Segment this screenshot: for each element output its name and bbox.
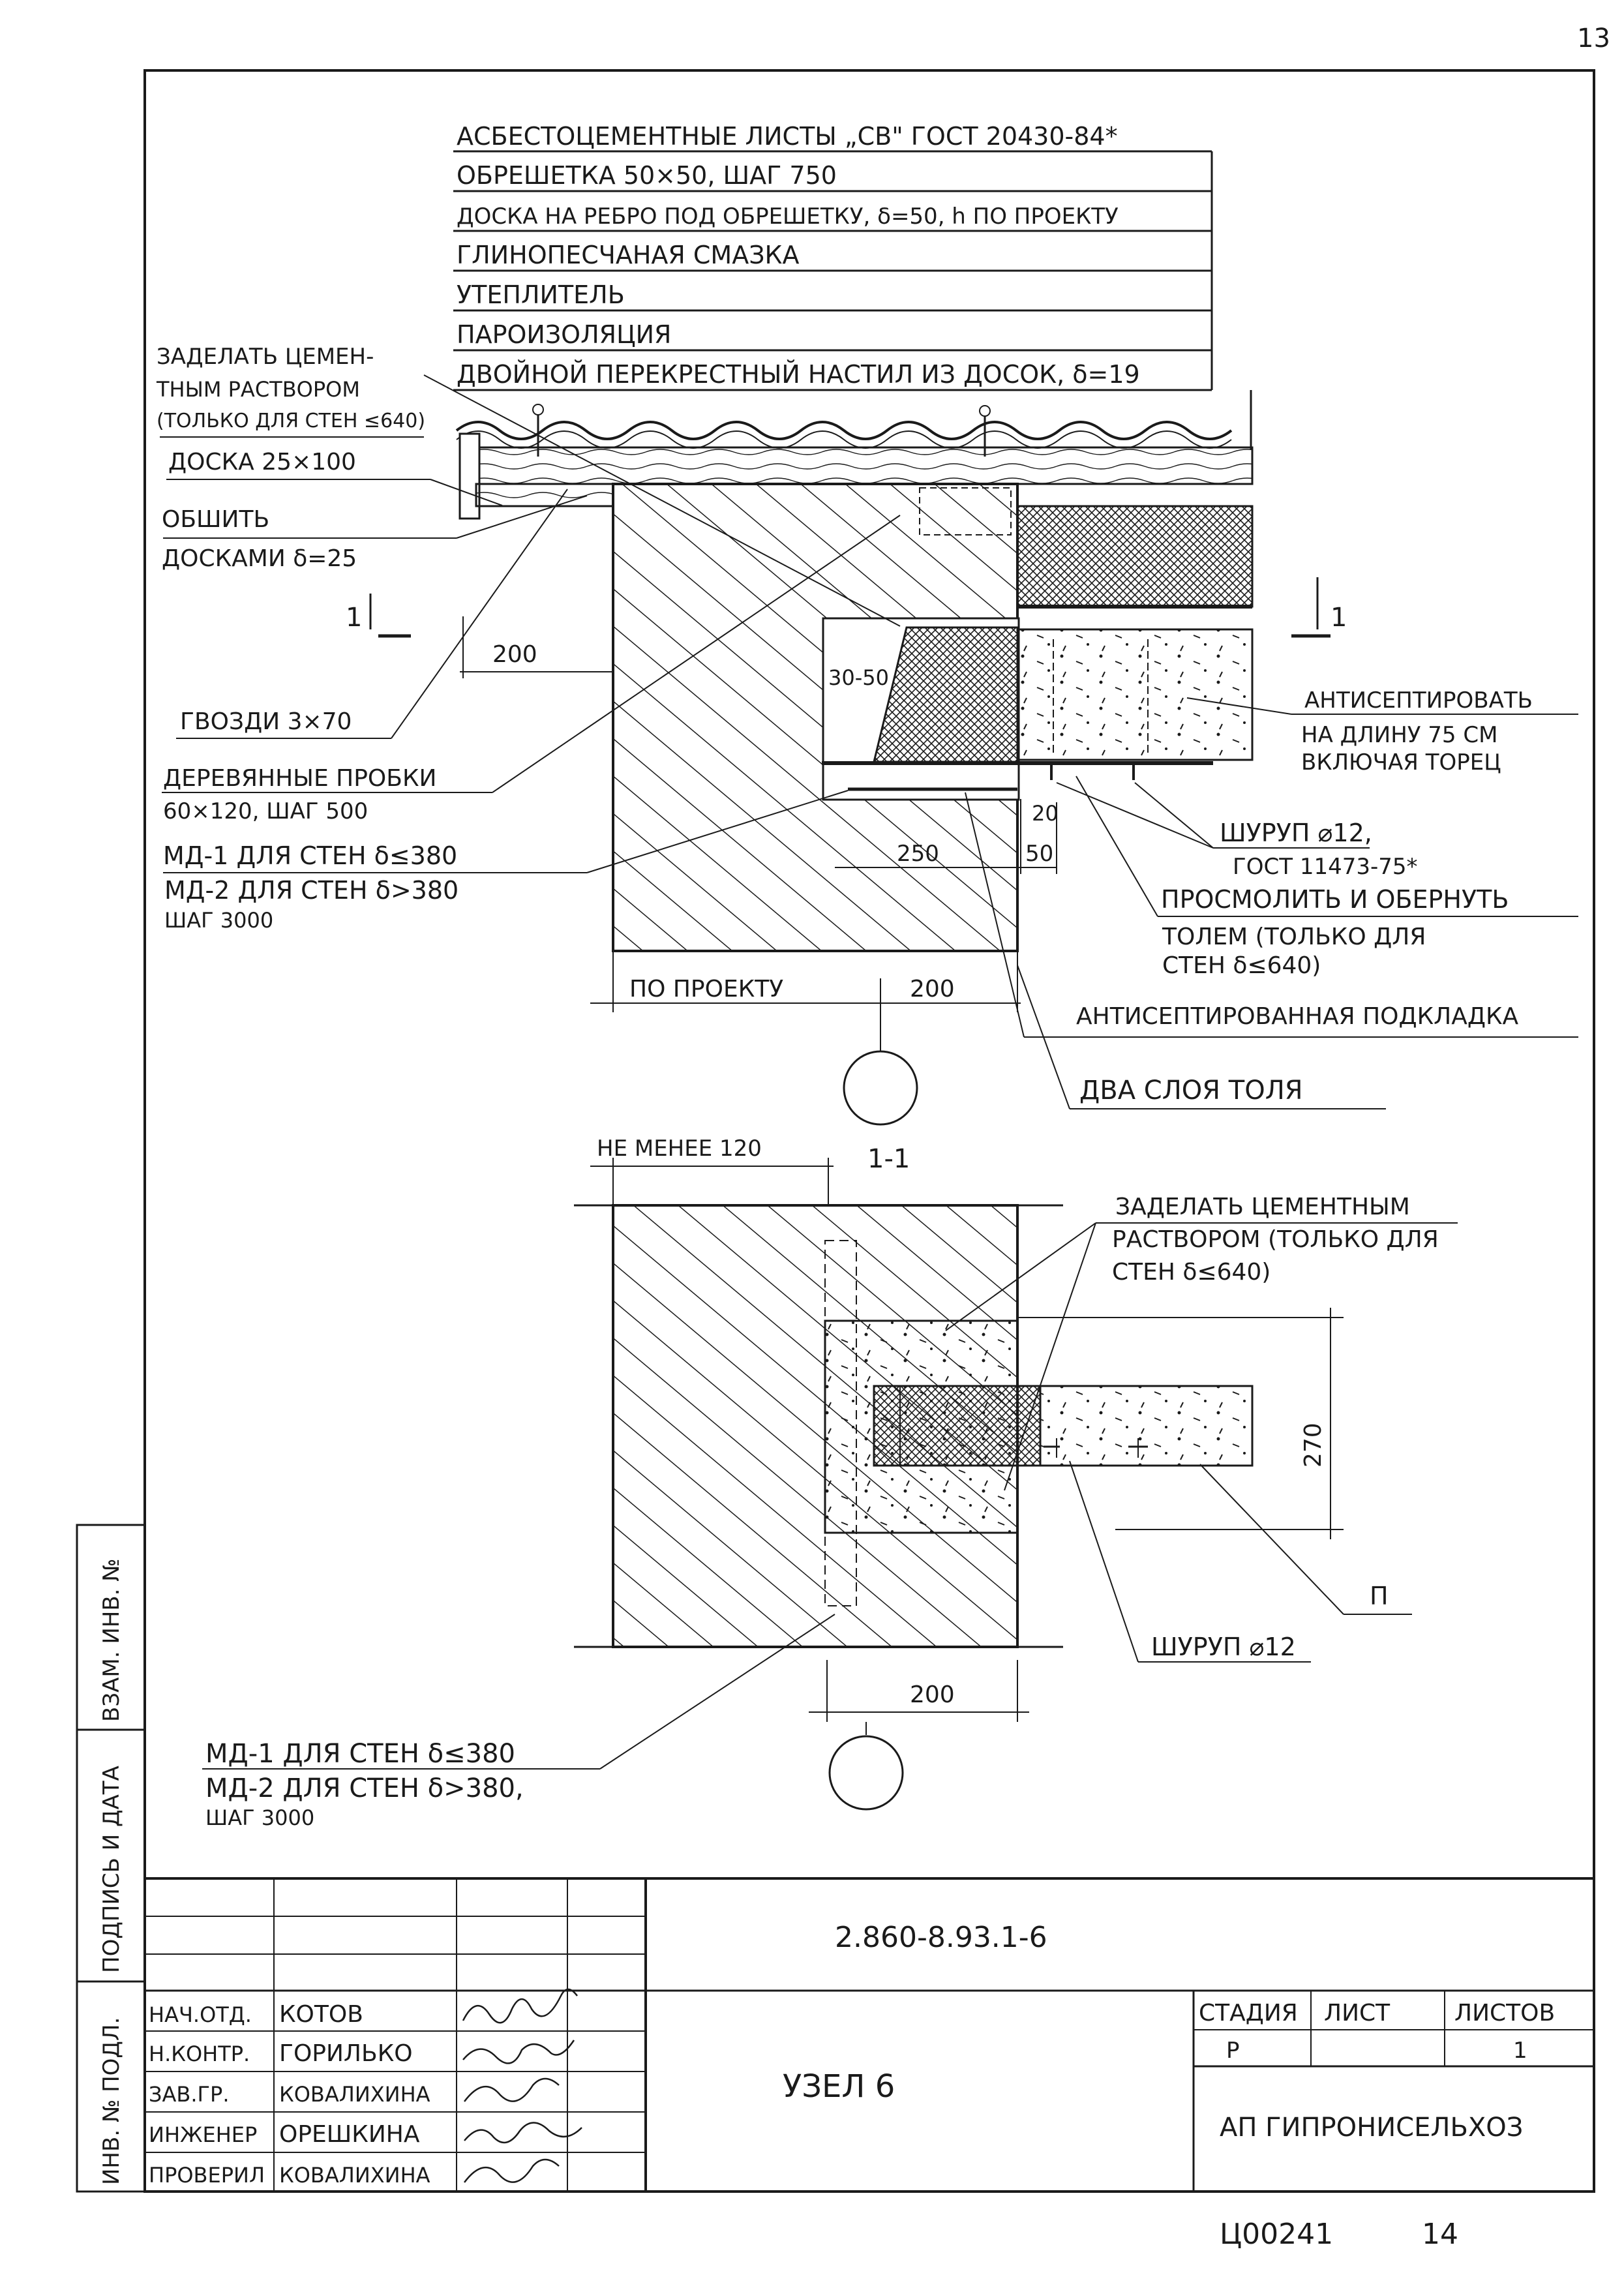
md-lower-line1: МД-1 ДЛЯ СТЕН δ≤380 [205, 1739, 515, 1769]
layer-6: ПАРОИЗОЛЯЦИЯ [457, 320, 671, 349]
title-block: 2.860-8.93.1-6 УЗЕЛ 6 НАЧ.ОТД. Н.КОНТР. … [145, 1877, 1594, 2192]
layer-1: АСБЕСТОЦЕМЕНТНЫЕ ЛИСТЫ „СВ" ГОСТ 20430-8… [457, 122, 1118, 151]
stage-value: Р [1226, 2038, 1240, 2064]
layer-5: УТЕПЛИТЕЛЬ [457, 280, 625, 309]
upper-section: 200 30-50 250 50 20 ПО ПРОЕКТУ 200 1 1 З… [156, 344, 1578, 1126]
dim-po-proektu: ПО ПРОЕКТУ [629, 976, 783, 1002]
zadelat-line2: ТНЫМ РАСТВОРОМ [156, 377, 360, 402]
zadelat-lower-line3: СТЕН δ≤640) [1112, 1259, 1271, 1286]
organization: АП ГИПРОНИСЕЛЬХОЗ [1220, 2113, 1523, 2143]
name-5: КОВАЛИХИНА [279, 2163, 430, 2188]
name-2: ГОРИЛЬКО [279, 2040, 413, 2067]
signatures [462, 1988, 582, 2183]
role-4: ИНЖЕНЕР [149, 2122, 257, 2147]
dva-sloya-label: ДВА СЛОЯ ТОЛЯ [1079, 1076, 1303, 1106]
prosmolit-line1: ПРОСМОЛИТЬ И ОБЕРНУТЬ [1161, 885, 1509, 914]
ne-menee-label: НЕ МЕНЕЕ 120 [597, 1136, 762, 1162]
zadelat-lower-line2: РАСТВОРОМ (ТОЛЬКО ДЛЯ [1112, 1226, 1439, 1253]
prosmolit-line2: ТОЛЕМ (ТОЛЬКО ДЛЯ [1162, 924, 1426, 950]
layer-3: ДОСКА НА РЕБРО ПОД ОБРЕШЕТКУ, δ=50, h ПО… [457, 203, 1119, 230]
antisept-line2: НА ДЛИНУ 75 СМ [1301, 722, 1497, 748]
footer-number: 14 [1422, 2218, 1458, 2251]
section-mark-left: 1 [346, 603, 362, 633]
section-mark-right: 1 [1331, 603, 1347, 633]
role-1: НАЧ.ОТД. [149, 2002, 252, 2027]
name-4: ОРЕШКИНА [279, 2121, 420, 2148]
sheets-head: ЛИСТОВ [1454, 2000, 1555, 2026]
name-3: КОВАЛИХИНА [279, 2082, 430, 2107]
section-title: 1-1 [867, 1144, 910, 1174]
page-number: 13 [1577, 23, 1610, 53]
dim-270: 270 [1300, 1423, 1327, 1468]
sheet-frame: ВЗАМ. ИНВ. № ПОДПИСЬ И ДАТА ИНВ. № ПОДЛ. [76, 69, 1595, 2193]
section-marker-lower [828, 1735, 904, 1811]
antisept-line3: ВКЛЮЧАЯ ТОРЕЦ [1301, 749, 1501, 776]
layer-legend: АСБЕСТОЦЕМЕНТНЫЕ ЛИСТЫ „СВ" ГОСТ 20430-8… [453, 122, 1252, 450]
zadelat-lower-line1: ЗАДЕЛАТЬ ЦЕМЕНТНЫМ [1115, 1194, 1410, 1220]
side-label-inv: ИНВ. № ПОДЛ. [98, 2017, 125, 2185]
md-upper-line3: ШАГ 3000 [164, 908, 273, 933]
p-mark: П [1370, 1582, 1389, 1610]
role-5: ПРОВЕРИЛ [149, 2163, 265, 2188]
md-lower-line2: МД-2 ДЛЯ СТЕН δ>380, [205, 1773, 524, 1803]
name-1: КОТОВ [279, 2001, 363, 2028]
layer-7: ДВОЙНОЙ ПЕРЕКРЕСТНЫЙ НАСТИЛ ИЗ ДОСОК, δ=… [457, 360, 1140, 389]
role-3: ЗАВ.ГР. [149, 2082, 230, 2107]
stage-head: СТАДИЯ [1199, 2000, 1298, 2026]
dim-200-left: 200 [492, 641, 537, 668]
role-2: Н.КОНТР. [149, 2041, 250, 2066]
podkladka-label: АНТИСЕПТИРОВАННАЯ ПОДКЛАДКА [1076, 1003, 1519, 1030]
prosmolit-line3: СТЕН δ≤640) [1162, 952, 1321, 979]
dim-30-50: 30-50 [828, 665, 889, 690]
sheet-head: ЛИСТ [1324, 2000, 1391, 2026]
section-marker-upper [843, 1050, 918, 1126]
node-title: УЗЕЛ 6 [783, 2068, 895, 2105]
dim-250: 250 [897, 841, 939, 867]
lower-section: НЕ МЕНЕЕ 120 1-1 ЗАДЕЛАТЬ ЦЕМЕНТНЫМ РАСТ… [202, 1136, 1458, 1830]
obshit-line1: ОБШИТЬ [162, 506, 269, 533]
obshit-line2: ДОСКАМИ δ=25 [162, 545, 357, 572]
dim-200-lower: 200 [910, 1681, 955, 1708]
footer-code: Ц00241 [1220, 2218, 1333, 2251]
zadelat-line1: ЗАДЕЛАТЬ ЦЕМЕН- [157, 344, 374, 370]
md-upper-line2: МД-2 ДЛЯ СТЕН δ>380 [164, 876, 459, 905]
doska-label: ДОСКА 25×100 [168, 449, 356, 475]
doc-code: 2.860-8.93.1-6 [835, 1921, 1047, 1954]
md-upper-line1: МД-1 ДЛЯ СТЕН δ≤380 [163, 841, 457, 870]
dim-20: 20 [1032, 801, 1059, 826]
layer-4: ГЛИНОПЕСЧАНАЯ СМАЗКА [457, 241, 800, 269]
probki-line2: 60×120, ШАГ 500 [163, 798, 368, 824]
gvozdi-label: ГВОЗДИ 3×70 [180, 708, 352, 735]
probki-line1: ДЕРЕВЯННЫЕ ПРОБКИ [163, 765, 436, 792]
sheets-value: 1 [1513, 2038, 1527, 2064]
shurup-lower: ШУРУП ⌀12 [1151, 1633, 1296, 1661]
dim-50: 50 [1025, 841, 1053, 867]
layer-2: ОБРЕШЕТКА 50×50, ШАГ 750 [457, 161, 837, 190]
side-label-podpis: ПОДПИСЬ И ДАТА [98, 1766, 125, 1973]
zadelat-line3: (ТОЛЬКО ДЛЯ СТЕН ≤640) [157, 410, 425, 432]
shurup-upper-line1: ШУРУП ⌀12, [1220, 819, 1372, 847]
shurup-upper-line2: ГОСТ 11473-75* [1233, 854, 1418, 880]
antisept-line1: АНТИСЕПТИРОВАТЬ [1304, 687, 1533, 714]
side-label-vzam: ВЗАМ. ИНВ. № [98, 1558, 125, 1722]
dim-200-bottom: 200 [910, 976, 955, 1002]
md-lower-line3: ШАГ 3000 [205, 1805, 314, 1830]
